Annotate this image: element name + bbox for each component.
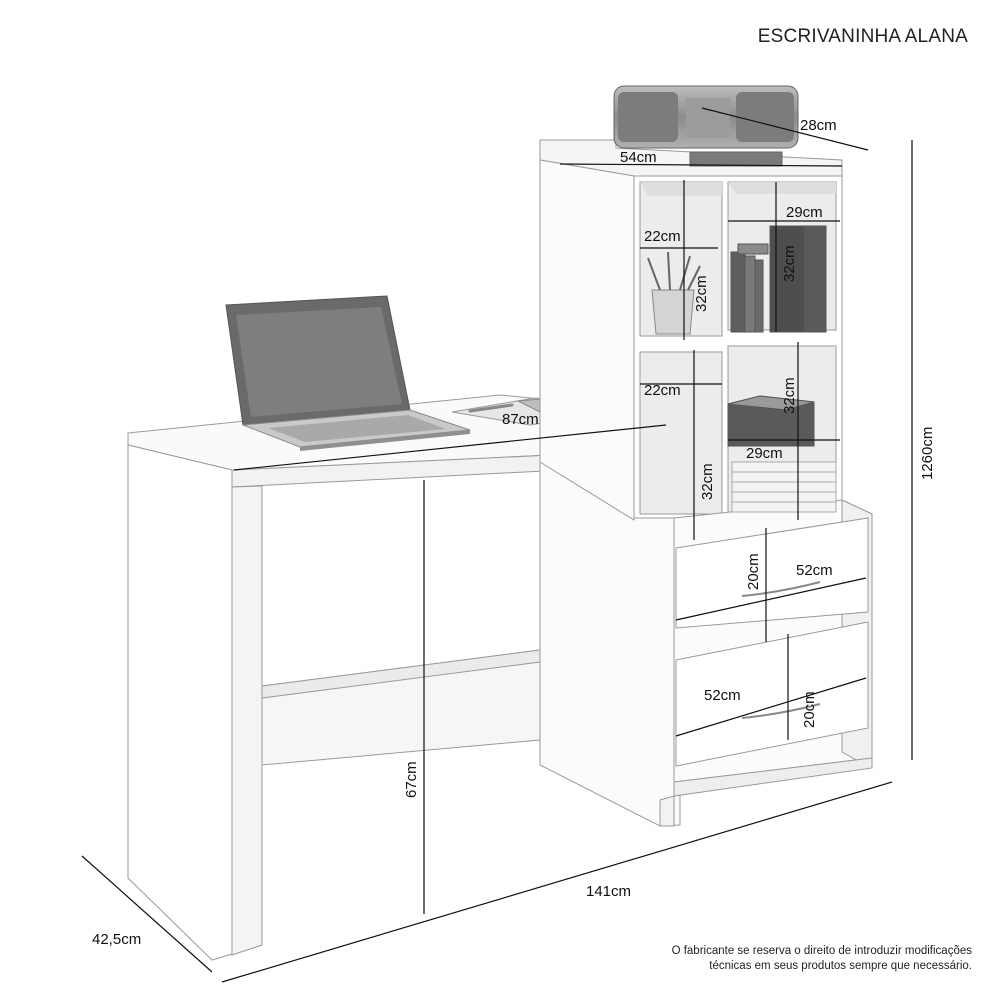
dim-niche-lower-right-height: 32cm — [781, 377, 798, 414]
dimension-lines — [81, 107, 913, 983]
disclaimer-line-1: O fabricante se reserva o direito de int… — [671, 945, 972, 957]
drawer-handles — [741, 581, 821, 719]
laptop-illustration — [225, 295, 471, 451]
disclaimer-line-2: técnicas em seus produtos sempre que nec… — [709, 960, 972, 972]
dim-niche-upper-left-width: 22cm — [644, 228, 681, 245]
dimension-labels: 28cm 54cm 29cm 22cm 32cm 32cm 22cm 32cm … — [92, 117, 936, 948]
dim-drawer-upper-height: 20cm — [745, 553, 762, 590]
product-title: ESCRIVANINHA ALANA — [757, 26, 968, 47]
dim-desk-height: 67cm — [403, 761, 420, 798]
disclaimer-note: O fabricante se reserva o direito de int… — [572, 944, 972, 974]
dim-drawer-lower-width: 52cm — [704, 687, 741, 704]
paper-stack-illustration — [731, 461, 837, 513]
dim-niche-lower-left-height: 32cm — [699, 463, 716, 500]
dim-niche-lower-right-width: 29cm — [746, 445, 783, 462]
dim-desk-top-width: 87cm — [502, 411, 539, 428]
dim-total-depth: 42,5cm — [92, 931, 141, 948]
dim-total-width: 141cm — [586, 883, 631, 900]
dim-niche-upper-right-height: 32cm — [781, 245, 798, 282]
dim-printer-depth: 28cm — [800, 117, 837, 134]
dim-niche-upper-right-width: 29cm — [786, 204, 823, 221]
dim-top-width: 54cm — [620, 149, 657, 166]
dim-total-height: 1260cm — [919, 427, 936, 480]
dim-drawer-lower-height: 20cm — [801, 691, 818, 728]
dim-niche-upper-left-height: 32cm — [693, 275, 710, 312]
storage-box-illustration — [727, 395, 815, 447]
dim-niche-lower-left-width: 22cm — [644, 382, 681, 399]
printer-illustration — [613, 85, 799, 167]
dim-drawer-upper-width: 52cm — [796, 562, 833, 579]
